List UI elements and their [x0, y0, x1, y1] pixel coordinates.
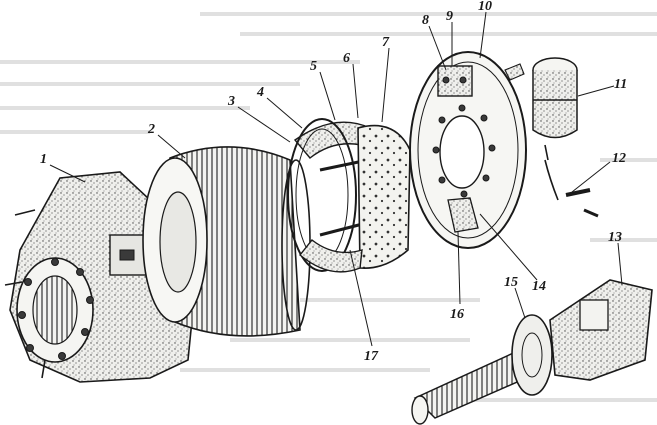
callout-16: 16 — [450, 307, 464, 322]
callout-8: 8 — [422, 13, 429, 28]
callout-7: 7 — [382, 35, 390, 50]
brake-shoe-assembly — [287, 118, 411, 273]
backing-plate-bolt-holes — [432, 104, 496, 198]
callout-9: 9 — [446, 9, 453, 24]
callout-labels: 1 2 3 4 5 6 7 8 9 10 11 12 13 14 15 16 1… — [40, 0, 627, 364]
callout-1: 1 — [40, 152, 47, 167]
brake-drum — [142, 146, 311, 337]
callout-4: 4 — [256, 85, 264, 100]
callout-5: 5 — [310, 59, 317, 74]
callout-6: 6 — [343, 51, 350, 66]
callout-14: 14 — [532, 279, 546, 294]
callout-12: 12 — [612, 151, 626, 166]
callout-2: 2 — [147, 122, 155, 137]
callout-13: 13 — [608, 230, 622, 245]
callout-17: 17 — [364, 349, 379, 364]
callout-leaders — [49, 11, 623, 347]
backing-plate — [409, 51, 527, 249]
callout-11: 11 — [614, 77, 627, 92]
callout-15: 15 — [504, 275, 518, 290]
hub-stud-holes — [18, 258, 94, 360]
axle-shaft — [411, 279, 653, 425]
bolts — [565, 188, 599, 218]
callout-3: 3 — [227, 94, 235, 109]
brake-chamber — [504, 57, 578, 201]
callout-10: 10 — [478, 0, 492, 14]
